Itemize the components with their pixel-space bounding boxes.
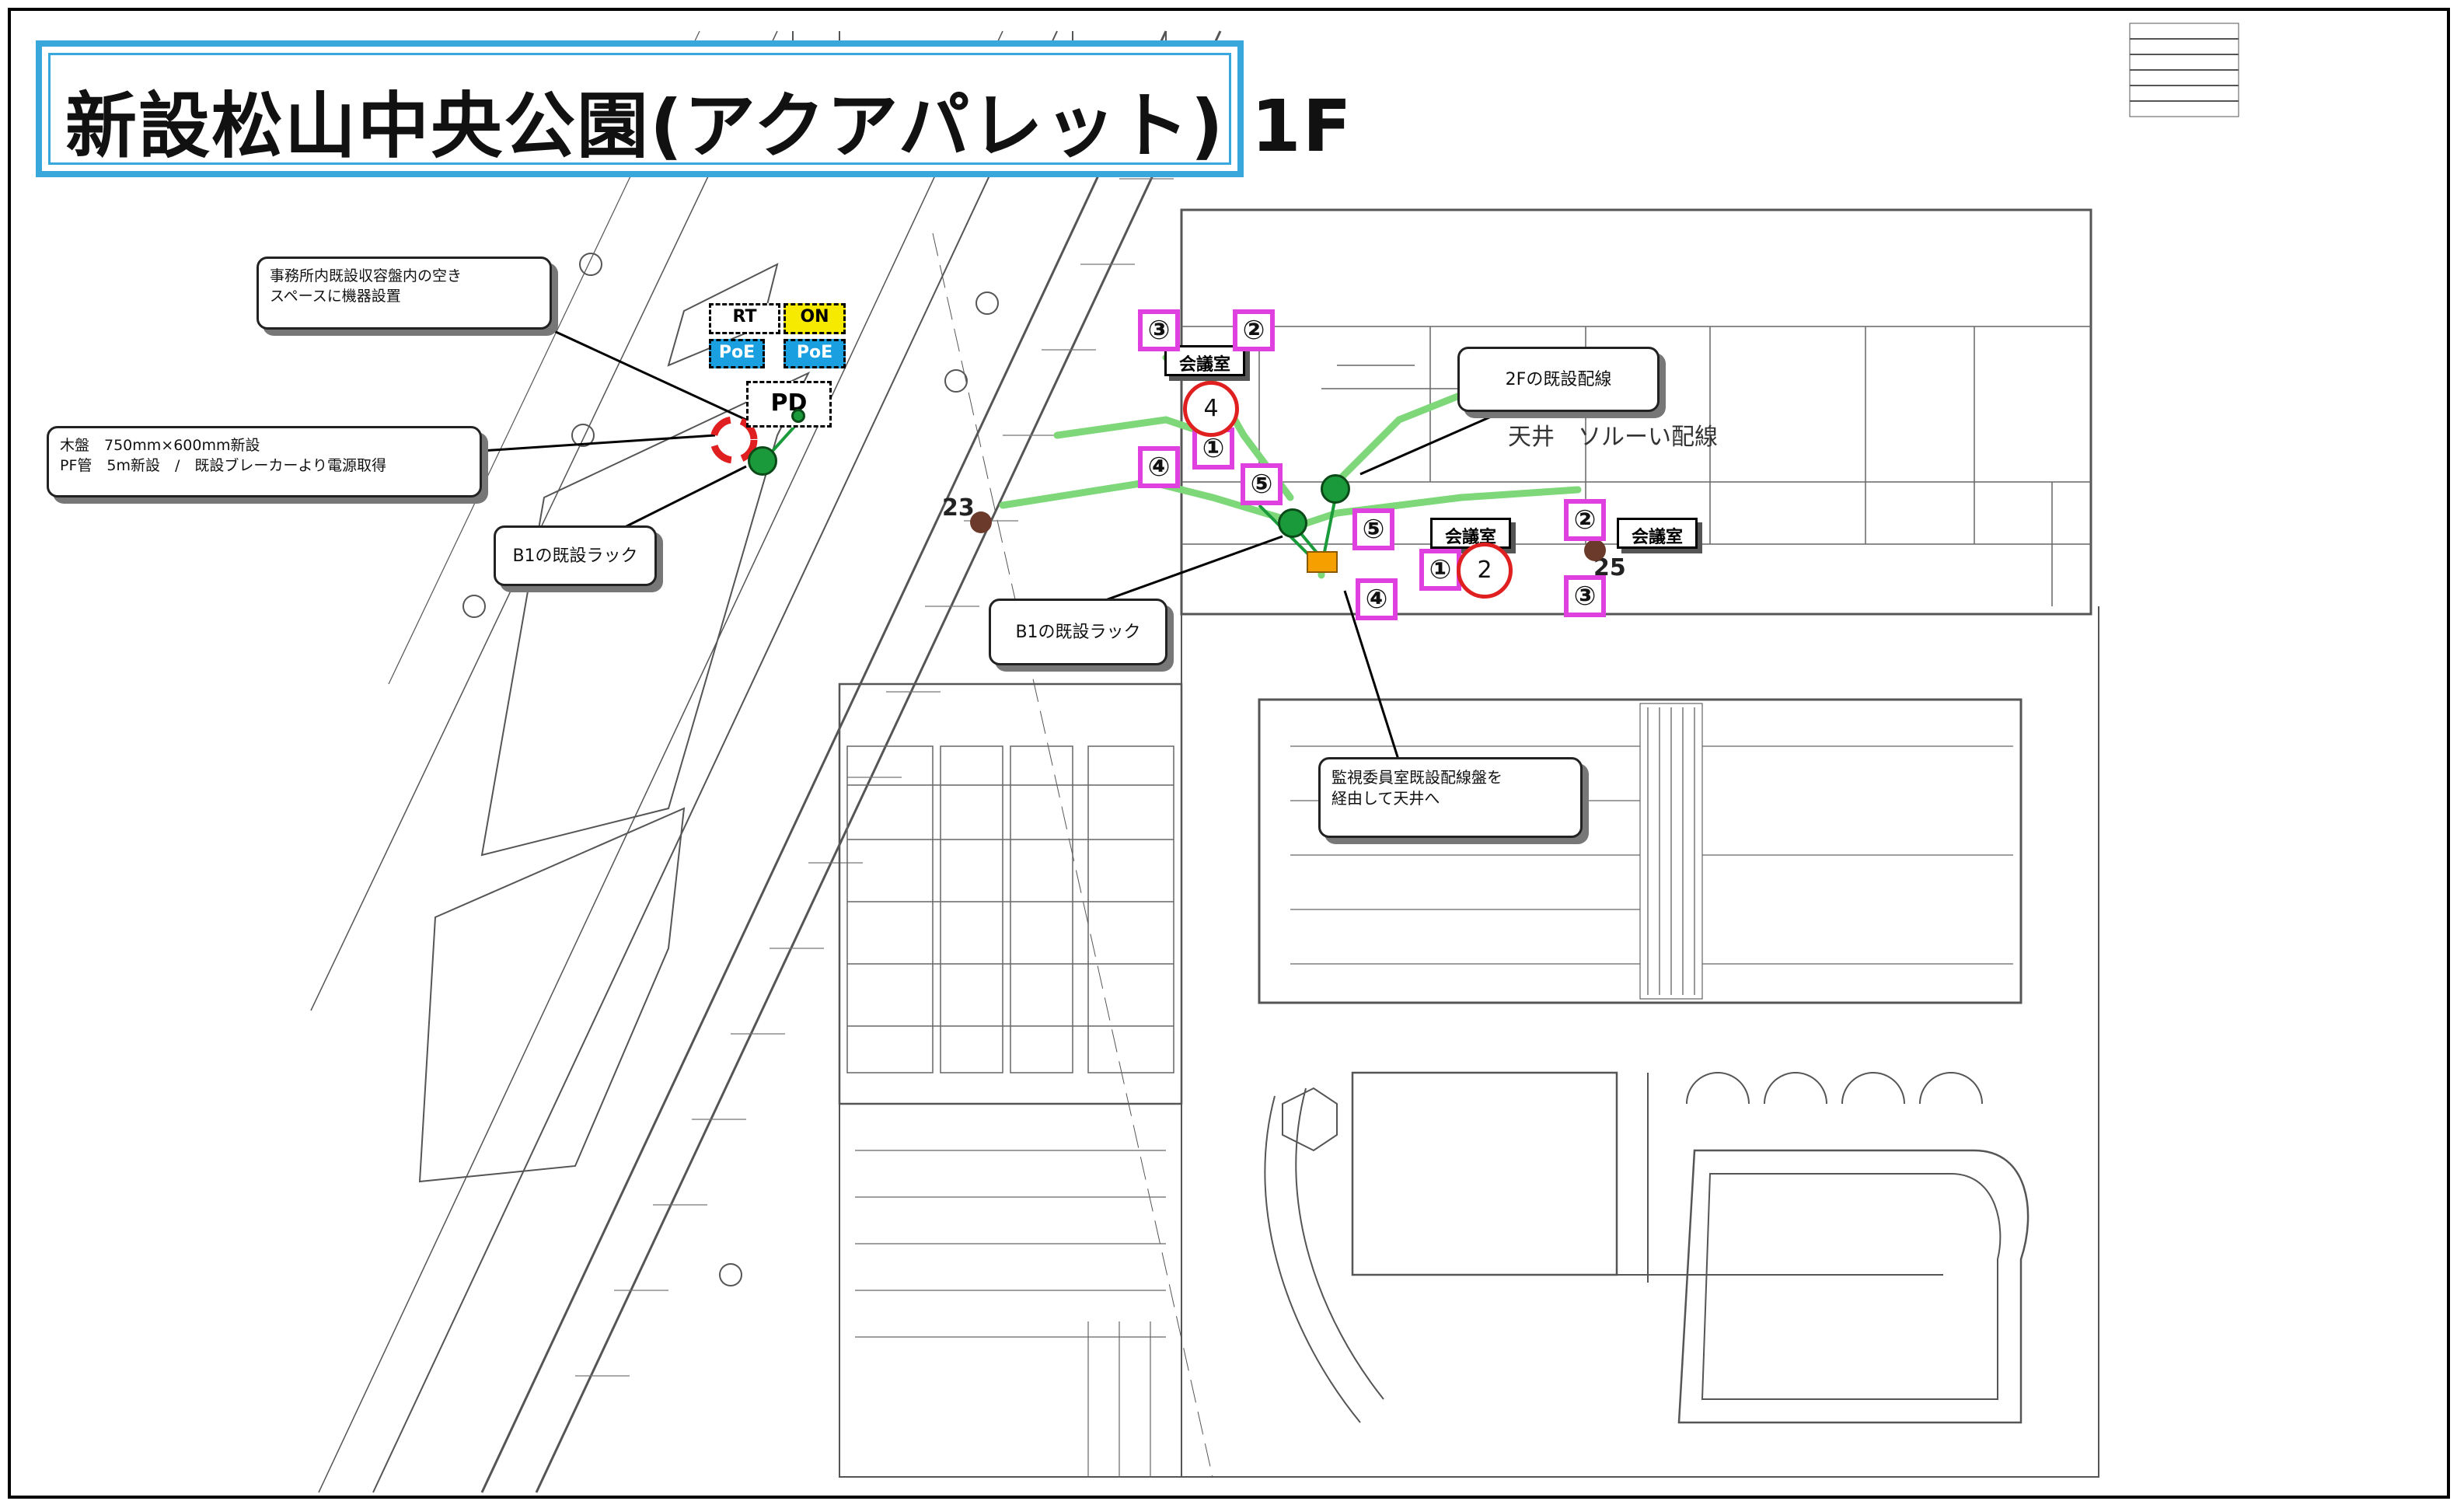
callout-b1-rack-left: B1の既設ラック [494, 525, 657, 586]
pointer-office [543, 325, 747, 421]
node-icon [1321, 474, 1350, 504]
room-label-conference: 会議室 [1617, 518, 1698, 549]
pointer-b1-left [621, 465, 747, 530]
callout-wood-board: 木盤 750mm×600mm新設 PF管 5m新設 / 既設ブレーカーより電源取… [47, 426, 482, 497]
pd-box: PD [746, 381, 832, 428]
access-point-marker-2: ② [1564, 499, 1606, 541]
pointer-monitor [1343, 590, 1401, 763]
pointer-wood-board [481, 434, 716, 452]
access-point-marker-1: ① [1419, 549, 1461, 591]
camera-circle-4: 4 [1183, 381, 1239, 437]
node-icon [791, 409, 805, 423]
poe-box-1: PoE [709, 339, 765, 368]
callout-monitor-room: 監視委員室既設配線盤を 経由して天井へ [1318, 757, 1583, 838]
room-label-conference: 会議室 [1430, 518, 1511, 549]
rack-icon [970, 511, 992, 533]
camera-circle-2: 2 [1457, 543, 1513, 599]
onu-box: ON [784, 303, 846, 334]
room-label-conference: 会議室 [1164, 345, 1245, 376]
poe-box-2: PoE [784, 339, 846, 368]
page-frame [8, 8, 2450, 1499]
router-box: RT [709, 303, 780, 334]
title-box: 新設松山中央公園(アクアパレット) 1F [36, 40, 1352, 177]
node-icon [1278, 508, 1307, 538]
access-point-marker-4: ④ [1356, 578, 1398, 620]
panel-icon [1307, 551, 1338, 573]
access-point-marker-2: ② [1233, 309, 1275, 351]
callout-office-panel: 事務所内既設収容盤内の空き スペースに機器設置 [257, 257, 552, 330]
pointer-b1-center [1087, 535, 1283, 608]
callout-b1-rack-center: B1の既設ラック [989, 599, 1167, 665]
access-point-marker-5: ⑤ [1241, 463, 1283, 505]
access-point-marker-5: ⑤ [1352, 508, 1394, 550]
grid-label-23: 23 [942, 494, 975, 522]
callout-2f-wiring: 2Fの既設配線 [1457, 347, 1660, 412]
wood-board-circle [710, 416, 758, 464]
access-point-marker-3: ③ [1138, 309, 1180, 351]
node-icon [748, 446, 777, 476]
page-title: 新設松山中央公園(アクアパレット) 1F [65, 85, 1353, 168]
access-point-marker-4: ④ [1138, 446, 1180, 488]
access-point-marker-3: ③ [1564, 575, 1606, 617]
handwritten-note: 天井 ソルーい配線 [1508, 424, 1718, 451]
rack-icon [1584, 539, 1606, 561]
